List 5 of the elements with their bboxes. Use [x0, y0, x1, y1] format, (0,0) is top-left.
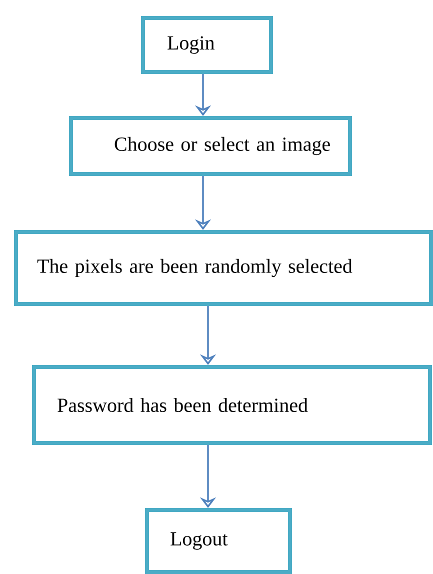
process-box: Password has been determined: [32, 365, 432, 445]
process-box: Choose or select an image: [69, 116, 352, 176]
process-box: The pixels are been randomly selected: [14, 230, 433, 306]
process-box: Login: [141, 16, 273, 74]
process-box: Logout: [145, 508, 292, 574]
